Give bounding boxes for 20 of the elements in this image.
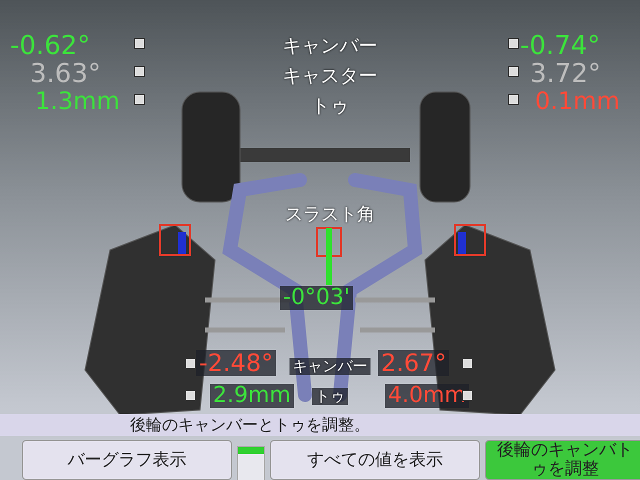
measurement-value: 3.63° xyxy=(30,60,101,89)
measurement-value: -0.74° xyxy=(520,32,600,61)
measurement-label: キャンバー xyxy=(290,358,370,374)
measurement-label: キャンバー xyxy=(282,36,378,57)
measurement-value: -0.62° xyxy=(10,32,90,61)
adjust-rear-button: 後輪のキャンバトゥを調整 xyxy=(485,440,640,480)
measurement-value: 1.3mm xyxy=(35,88,120,114)
measurement-label: スラスト角 xyxy=(285,205,375,225)
measurement-value: 0.1mm xyxy=(535,88,620,114)
measurement-label: トゥ xyxy=(312,388,348,404)
measurement-value: 3.72° xyxy=(530,60,601,89)
measurement-value: 2.9mm xyxy=(210,384,294,408)
measurement-value: -2.48° xyxy=(196,350,276,376)
bargraph-button: バーグラフ表示 xyxy=(22,440,232,480)
measurement-label: トゥ xyxy=(311,96,349,117)
measurement-value: -0°03' xyxy=(280,286,353,310)
show-all-values-button: すべての値を表示 xyxy=(270,440,480,480)
measurement-value: 2.67° xyxy=(378,350,450,376)
status-message: 後輪のキャンバーとトゥを調整。 xyxy=(130,416,370,434)
measurement-label: キャスター xyxy=(282,66,378,87)
